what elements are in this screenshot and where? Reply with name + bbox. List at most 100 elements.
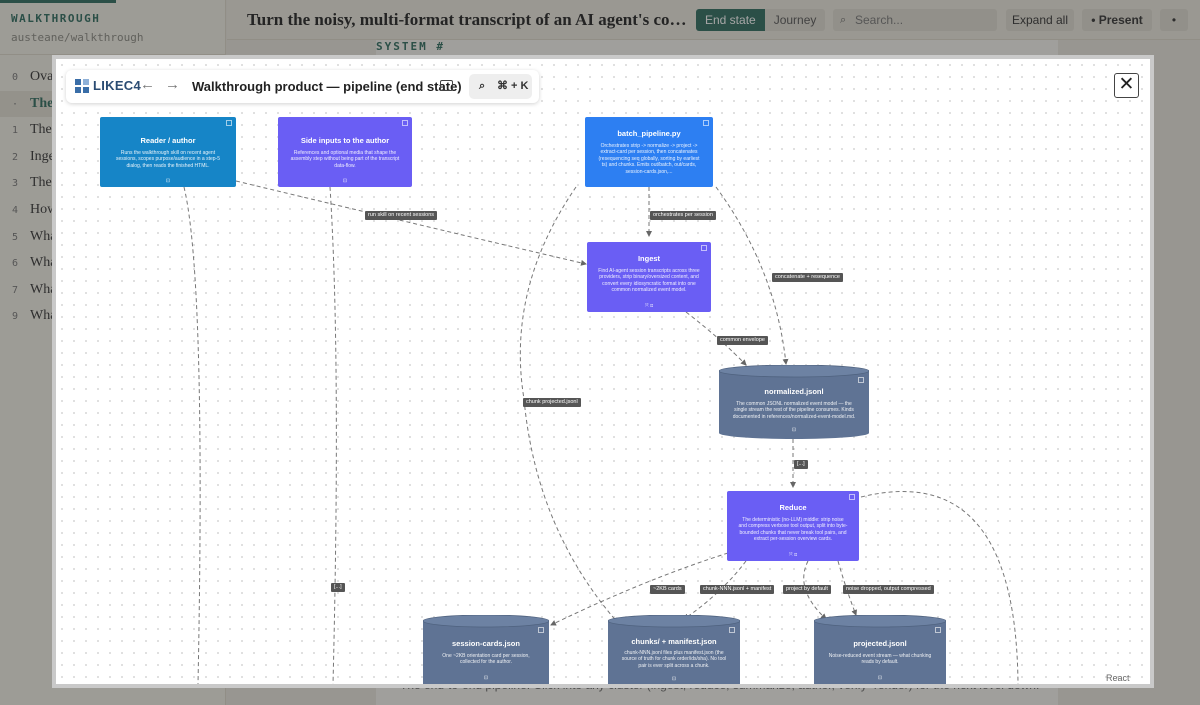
expand-all-button[interactable]: Expand all bbox=[1006, 9, 1074, 31]
edge-label: orchestrates per session bbox=[650, 211, 716, 220]
diagram-search-button[interactable]: ⌕ ⌘ + K bbox=[469, 74, 532, 99]
cylinder-shape bbox=[608, 615, 740, 684]
node-description: References and optional media that shape… bbox=[290, 150, 400, 169]
node-corner-icon bbox=[701, 245, 707, 251]
sidebar-item-label: How bbox=[30, 202, 58, 217]
search-icon: ⌕ bbox=[479, 80, 486, 92]
sidebar-item-number: 0 bbox=[11, 71, 19, 83]
edge-reduce-cards bbox=[550, 552, 729, 626]
edge-reduce-chunks bbox=[683, 560, 747, 620]
node-navigate-icon[interactable]: ⤧ ⊡ bbox=[788, 552, 798, 558]
react-flow-attribution[interactable]: React Flow bbox=[1106, 673, 1130, 688]
present-dot-icon: • bbox=[1091, 13, 1096, 27]
sidebar-item-number: 6 bbox=[11, 257, 19, 269]
edge-label: [...] bbox=[794, 460, 808, 469]
sidebar-item-number: 9 bbox=[11, 310, 19, 322]
view-details-icon[interactable] bbox=[440, 80, 453, 91]
sidebar-item-6[interactable]: 6 Wha bbox=[0, 250, 226, 276]
edge-label: concatenate + resequence bbox=[772, 273, 843, 282]
node-batch-pipeline[interactable]: batch_pipeline.py Orchestrates strip -> … bbox=[585, 117, 713, 187]
node-navigate-icon[interactable]: ⤧ ⊡ bbox=[644, 303, 654, 309]
sidebar-item-label: Wha bbox=[30, 308, 57, 323]
node-corner-icon bbox=[729, 627, 735, 633]
more-button[interactable]: • bbox=[1160, 9, 1188, 31]
sidebar-item-label: Inge bbox=[30, 149, 55, 164]
node-description: The common JSONL normalized event model … bbox=[732, 401, 856, 420]
node-reader-author[interactable]: Reader / author Runs the walkthrough ski… bbox=[100, 117, 236, 187]
edge-label: run skill on recent sessions bbox=[365, 211, 438, 220]
forward-arrow-icon[interactable]: → bbox=[165, 76, 180, 93]
brand-accent-bar bbox=[0, 0, 116, 3]
repo-name: austeane/walkthrough bbox=[11, 31, 144, 44]
node-title: projected.jsonl bbox=[853, 639, 907, 648]
node-title: session-cards.json bbox=[452, 639, 520, 648]
edge-label: project by default bbox=[783, 585, 831, 594]
node-description: One ~2KB orientation card per session, c… bbox=[442, 653, 530, 666]
node-chunks-manifest[interactable]: chunks/ + manifest.json chunk-NNN.jsonl … bbox=[608, 615, 740, 684]
node-corner-icon bbox=[538, 627, 544, 633]
node-corner-icon bbox=[402, 120, 408, 126]
node-navigate-icon[interactable]: ⊡ bbox=[877, 675, 883, 681]
sidebar-item-label: Ova bbox=[30, 69, 54, 84]
node-description: Orchestrates strip -> normalize -> proje… bbox=[598, 143, 700, 175]
node-session-cards[interactable]: session-cards.json One ~2KB orientation … bbox=[423, 615, 549, 684]
back-arrow-icon[interactable]: ← bbox=[140, 76, 155, 93]
search-input[interactable]: ⌕ Search... bbox=[833, 9, 997, 31]
node-title: Reduce bbox=[779, 503, 807, 512]
sidebar-item-number: 3 bbox=[11, 177, 19, 189]
search-shortcut: ⌘ + K bbox=[497, 80, 529, 92]
node-normalized-jsonl[interactable]: normalized.jsonl The common JSONL normal… bbox=[719, 365, 869, 439]
close-button[interactable]: ✕ bbox=[1114, 73, 1139, 98]
tab-end-state[interactable]: End state bbox=[696, 9, 765, 31]
sidebar-item-3[interactable]: 3 The bbox=[0, 170, 226, 196]
node-ingest[interactable]: Ingest Find AI-agent session transcripts… bbox=[587, 242, 711, 312]
sidebar-item-0[interactable]: 0 Ova bbox=[0, 64, 226, 90]
sidebar-item-label: The bbox=[30, 122, 52, 137]
sidebar-item-label: Wha bbox=[30, 282, 57, 297]
section-label: SYSTEM # bbox=[376, 40, 445, 53]
node-title: Side inputs to the author bbox=[300, 136, 390, 145]
node-title: Ingest bbox=[637, 254, 661, 263]
node-projected-jsonl[interactable]: projected.jsonl Noise-reduced event stre… bbox=[814, 615, 946, 684]
node-corner-icon bbox=[858, 377, 864, 383]
cylinder-shape bbox=[719, 365, 869, 439]
sidebar-item-label: Wha bbox=[30, 229, 57, 244]
search-icon: ⌕ bbox=[840, 14, 847, 26]
edge-label: [...] bbox=[331, 583, 345, 592]
node-side-inputs[interactable]: Side inputs to the author References and… bbox=[278, 117, 412, 187]
sidebar-item-label: The bbox=[30, 175, 52, 190]
sidebar-item-number: · bbox=[11, 98, 19, 110]
sidebar-item-label: Wha bbox=[30, 255, 57, 270]
sidebar-item-9[interactable]: 9 Wha bbox=[0, 303, 226, 329]
logo-text: LIKEC4 bbox=[93, 78, 142, 93]
node-description: Noise-reduced event stream — what chunki… bbox=[828, 653, 932, 666]
diagram-canvas[interactable]: run skill on recent sessions orchestrate… bbox=[56, 59, 1150, 684]
edge-label: noise dropped, output compressed bbox=[843, 585, 934, 594]
cylinder-shape bbox=[814, 615, 946, 684]
view-toggle: End state Journey bbox=[696, 9, 826, 31]
node-navigate-icon[interactable]: ⊡ bbox=[342, 178, 348, 184]
diagram-edges bbox=[183, 180, 1019, 684]
edge-label: ~2KB cards bbox=[650, 585, 685, 594]
node-title: Reader / author bbox=[140, 136, 196, 145]
likec4-logo: LIKEC4 bbox=[75, 78, 141, 93]
edge-label: common envelope bbox=[717, 336, 768, 345]
cylinder-shape bbox=[423, 615, 549, 684]
node-navigate-icon[interactable]: ⊡ bbox=[791, 427, 797, 433]
node-navigate-icon[interactable]: ⊡ bbox=[671, 676, 677, 682]
tab-journey[interactable]: Journey bbox=[764, 9, 826, 31]
edge-reader-ingest bbox=[235, 180, 587, 266]
node-description: The deterministic (no-LLM) middle: strip… bbox=[738, 517, 848, 543]
edge-label: chunk projected.jsonl bbox=[523, 398, 581, 407]
node-corner-icon bbox=[849, 494, 855, 500]
node-description: chunk-NNN.jsonl files plus manifest.json… bbox=[621, 650, 727, 669]
node-navigate-icon[interactable]: ⊡ bbox=[165, 178, 171, 184]
node-reduce[interactable]: Reduce The deterministic (no-LLM) middle… bbox=[727, 491, 859, 561]
node-navigate-icon[interactable]: ⊡ bbox=[483, 675, 489, 681]
present-button[interactable]: • Present bbox=[1082, 9, 1152, 31]
